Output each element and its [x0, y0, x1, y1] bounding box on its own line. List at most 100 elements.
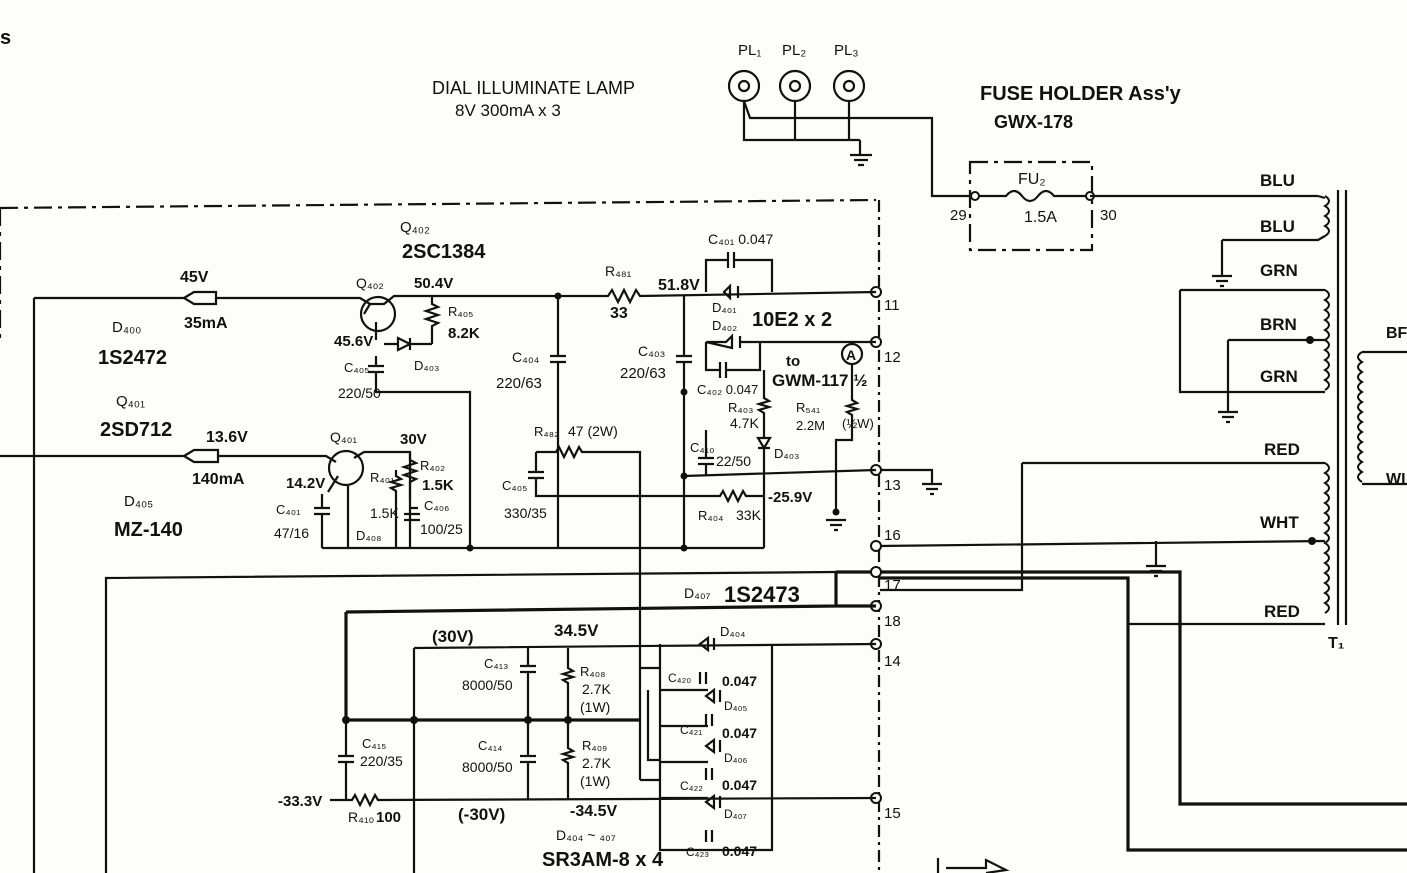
node-470-548: [466, 544, 474, 552]
lower-out-current: 140mA: [192, 471, 245, 488]
q402-leads: [363, 294, 558, 340]
c421-cap-icon: [704, 714, 714, 726]
neg-output-rail: [330, 792, 877, 808]
neg-rail: [683, 468, 877, 504]
lamp-title: DIAL ILLUMINATE LAMP: [432, 78, 635, 98]
c422-cap-icon: [704, 768, 714, 780]
r409-val: 2.7K: [582, 755, 611, 771]
diode-part: 10E2 x 2: [752, 309, 832, 331]
terminal-15-label: 15: [884, 805, 901, 822]
c414-cap-icon: [520, 720, 536, 800]
upper-main-rail: [558, 287, 877, 305]
c415-ref: C₄₁₅: [362, 736, 386, 751]
lead-red-1: RED: [1264, 440, 1300, 459]
d405-bridge-ref: D₄₀₅: [724, 699, 748, 713]
r541-resistor-icon: [834, 364, 861, 512]
q402-part: 2SC1384: [402, 241, 486, 263]
r541-watt: (½W): [842, 416, 874, 431]
c404-cap-icon: [550, 296, 566, 548]
d403-lower-ref: D₄₀₃: [774, 446, 799, 461]
q401-ref-side: Q₄₀₁: [116, 393, 145, 410]
d407-bridge-ref: D₄₀₇: [724, 807, 747, 821]
d403-upper-diode-icon: [384, 336, 432, 352]
r408-val: 2.7K: [582, 681, 611, 697]
winding-middle-coil: [1323, 289, 1330, 391]
q401-base-v: 14.2V: [286, 475, 325, 492]
c401-top-label: C₄₀₁ 0.047: [708, 231, 773, 247]
node-414-720: [410, 716, 418, 724]
d404-bridge-ref: D₄₀₄: [720, 624, 745, 639]
lamp-pl2: [778, 69, 812, 103]
c406-cap-icon: [404, 506, 420, 522]
red1-wire: [880, 461, 1325, 592]
c410-cap-icon: [698, 430, 714, 476]
r481-val: 33: [610, 305, 628, 322]
r408-resistor-icon: [559, 648, 577, 720]
r405-val: 8.2K: [448, 325, 480, 342]
q402-transistor-icon: [359, 295, 397, 333]
ground-icon-r541: [826, 518, 846, 532]
c423-ref: C₄₂₃: [686, 845, 709, 859]
r402-resistor-icon: [400, 452, 420, 500]
v-neg: -33.3V: [278, 793, 322, 810]
d403-lower-diode-icon: [756, 432, 772, 548]
d405-ref: D₄₀₅: [124, 493, 153, 510]
node-684-392: [680, 388, 688, 396]
d406-bridge-diode-icon: [704, 737, 722, 755]
c403-val: 220/63: [620, 365, 666, 382]
r401-resistor-icon: [387, 470, 405, 548]
q401-part: 2SD712: [100, 419, 172, 441]
wht-node: [1308, 537, 1316, 545]
c405-upper-cap-icon: [368, 356, 472, 548]
c406-ref: C₄₀₆: [424, 498, 449, 513]
d401-diode-icon: [722, 283, 740, 301]
ground-icon-grn2: [1218, 410, 1238, 424]
ground-icon-grn1: [1212, 274, 1232, 288]
fuse-element-icon: [975, 189, 1090, 203]
pl1-label: PL₁: [738, 42, 761, 59]
c420-val: 0.047: [722, 673, 757, 689]
terminal-11-label: 11: [884, 297, 900, 314]
q402-collector-v: 50.4V: [414, 275, 453, 292]
r541-val: 2.2M: [796, 418, 825, 433]
c401-lower-ref: C₄₀₁: [276, 502, 301, 517]
r405-ref: R₄₀₅: [448, 304, 473, 319]
q401-transistor-icon: [327, 449, 365, 487]
r408-watt: (1W): [580, 699, 610, 715]
fuse-holder-box: [968, 160, 1094, 252]
secondary-label-top: BF: [1386, 325, 1407, 342]
c413-cap-icon: [520, 648, 536, 720]
node-684-548: [680, 544, 688, 552]
lead-wht: WHT: [1260, 513, 1299, 532]
r482-ref: R₄₈₂: [534, 424, 559, 439]
ammeter-label: A: [846, 347, 856, 363]
d402-diode-icon: [705, 333, 876, 350]
terminal-16-label: 16: [884, 527, 901, 544]
dial-lamp-group: DIAL ILLUMINATE LAMP 8V 300mA x 3 PL₁ PL…: [432, 42, 975, 198]
c405-upper-ref: C₄₀₅: [344, 360, 369, 375]
d402-ref: D₄₀₂: [712, 318, 737, 333]
c421-val: 0.047: [722, 725, 757, 741]
d407-bridge-diode-icon: [704, 793, 722, 811]
r541-ref: R₅₄₁: [796, 400, 821, 415]
r402-ref: R₄₀₂: [420, 458, 445, 473]
r401-ref: R₄₀₁: [370, 470, 395, 485]
terminal-12-label: 12: [884, 349, 901, 366]
c403-ref: C₄₀₃: [638, 343, 665, 359]
lead-grn-2: GRN: [1260, 367, 1298, 386]
secondary-coil-right: [1357, 351, 1364, 483]
lead-brn: BRN: [1260, 315, 1297, 334]
v-pos: 34.5V: [554, 621, 599, 640]
to-label: to: [786, 353, 800, 370]
bus-wire-2: [836, 570, 1407, 852]
c405-lower-cap-icon: [528, 452, 684, 498]
c423-cap-icon: [704, 830, 714, 842]
rail-18: [344, 572, 876, 720]
q402-ref-top: Q₄₀₂: [400, 219, 430, 236]
bridge-box-outline: [658, 644, 774, 852]
c421-ref: C₄₂₁: [680, 723, 702, 737]
node-836-512: [832, 508, 840, 516]
lower-out-voltage: 13.6V: [206, 429, 248, 446]
lead-blu-1: BLU: [1260, 171, 1295, 190]
c420-cap-icon: [698, 672, 708, 684]
